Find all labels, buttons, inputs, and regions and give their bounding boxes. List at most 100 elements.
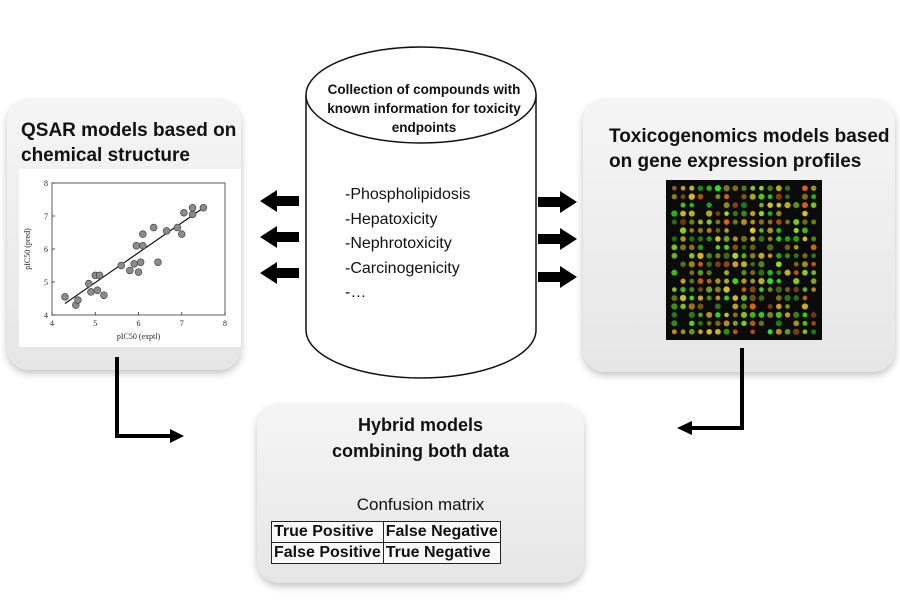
- microarray-spot: [689, 270, 695, 276]
- microarray-spot: [715, 278, 721, 284]
- microarray-spot: [759, 202, 764, 208]
- microarray-spot: [688, 328, 695, 335]
- toxicogenomics-title: Toxicogenomics models based on gene expr…: [609, 126, 890, 172]
- microarray-spot: [741, 320, 747, 327]
- microarray-spot: [715, 219, 721, 225]
- microarray-spot: [810, 312, 817, 318]
- microarray-spot: [776, 210, 782, 217]
- microarray-spot: [697, 185, 704, 191]
- data-point: [178, 230, 186, 238]
- microarray-spot: [785, 304, 790, 309]
- microarray-spot: [793, 227, 799, 234]
- data-point: [93, 286, 102, 294]
- microarray-spot: [793, 328, 800, 335]
- microarray-spot: [784, 312, 791, 318]
- microarray-spot: [715, 236, 721, 242]
- right-arrow-icon: [538, 228, 577, 250]
- microarray-spot: [732, 202, 739, 208]
- false-positive-cell: False Positive: [271, 542, 384, 564]
- microarray-spot: [758, 193, 765, 200]
- microarray-spot: [697, 219, 703, 225]
- microarray-spot: [767, 269, 773, 276]
- microarray-spot: [775, 328, 782, 335]
- data-point: [139, 241, 147, 250]
- microarray-spot: [671, 236, 677, 242]
- x-tick-label: 8: [223, 319, 227, 328]
- microarray-spot: [697, 252, 704, 259]
- microarray-spot: [689, 219, 695, 225]
- microarray-spot: [688, 244, 695, 251]
- data-point: [139, 230, 147, 238]
- microarray-spot: [784, 253, 791, 259]
- data-point: [117, 261, 125, 270]
- microarray-spot: [724, 270, 730, 276]
- microarray-spot: [723, 328, 730, 335]
- elbow-connector-left: [115, 357, 172, 438]
- microarray-spot: [750, 236, 756, 242]
- database-cylinder: [305, 46, 537, 379]
- qsar-title: QSAR models based on chemical structure: [21, 120, 237, 166]
- microarray-spots: [671, 185, 817, 335]
- microarray-spot: [724, 278, 730, 284]
- microarray-spot: [810, 278, 817, 284]
- cylinder-top: [305, 46, 537, 144]
- microarray-spot: [741, 253, 747, 259]
- confusion-matrix-table: True Positive False Negative False Posit…: [271, 521, 501, 564]
- microarray-spot: [715, 253, 721, 259]
- microarray-spot: [767, 303, 773, 309]
- microarray-spot: [767, 185, 773, 191]
- microarray-spot: [750, 278, 756, 284]
- microarray-spot: [750, 270, 756, 276]
- microarray-spot: [810, 244, 817, 251]
- microarray-spot: [741, 270, 747, 276]
- microarray-spot: [801, 303, 809, 310]
- microarray-spot: [689, 287, 695, 293]
- y-tick-label: 7: [44, 212, 48, 221]
- microarray-spot: [698, 320, 703, 326]
- microarray-spot: [784, 201, 791, 209]
- microarray-spot: [802, 236, 808, 242]
- microarray-spot: [740, 294, 748, 302]
- microarray-spot: [776, 219, 782, 225]
- endpoint-item: -Carcinogenicity: [345, 259, 460, 277]
- microarray-spot: [749, 294, 756, 302]
- microarray-spot: [689, 278, 695, 284]
- microarray-spot: [793, 244, 799, 250]
- data-point: [154, 258, 162, 266]
- microarray-spot: [776, 227, 782, 234]
- microarray-spot: [723, 219, 730, 225]
- microarray-spot: [767, 253, 773, 259]
- microarray-spot: [688, 320, 695, 327]
- microarray-spot: [741, 185, 747, 191]
- microarray-spot: [732, 329, 738, 335]
- microarray-spot: [706, 278, 712, 284]
- microarray-spot: [706, 202, 712, 208]
- microarray-spot: [732, 312, 738, 318]
- microarray-spot: [724, 312, 729, 318]
- microarray-spot: [802, 320, 808, 326]
- microarray-spot: [802, 227, 808, 234]
- microarray-spot: [785, 194, 790, 200]
- microarray-spot: [759, 228, 764, 233]
- microarray-spot: [688, 193, 695, 200]
- microarray-spot: [697, 295, 704, 301]
- microarray-spot: [723, 320, 730, 327]
- confusion-matrix-label: Confusion matrix: [356, 495, 485, 514]
- left-arrow-icon: [260, 190, 299, 212]
- microarray-spot: [689, 202, 695, 208]
- microarray-spot: [776, 202, 782, 208]
- microarray-spot: [724, 211, 729, 216]
- x-tick-label: 6: [137, 319, 141, 328]
- microarray-spot: [767, 311, 774, 318]
- microarray-spot: [740, 218, 748, 226]
- microarray-spot: [706, 286, 713, 293]
- microarray-spot: [732, 219, 738, 225]
- microarray-spot: [811, 287, 816, 292]
- microarray-spot: [775, 286, 782, 293]
- microarray-spot: [688, 261, 695, 268]
- microarray-spot: [801, 193, 809, 200]
- microarray-spot: [732, 185, 739, 192]
- microarray-spot: [811, 194, 817, 200]
